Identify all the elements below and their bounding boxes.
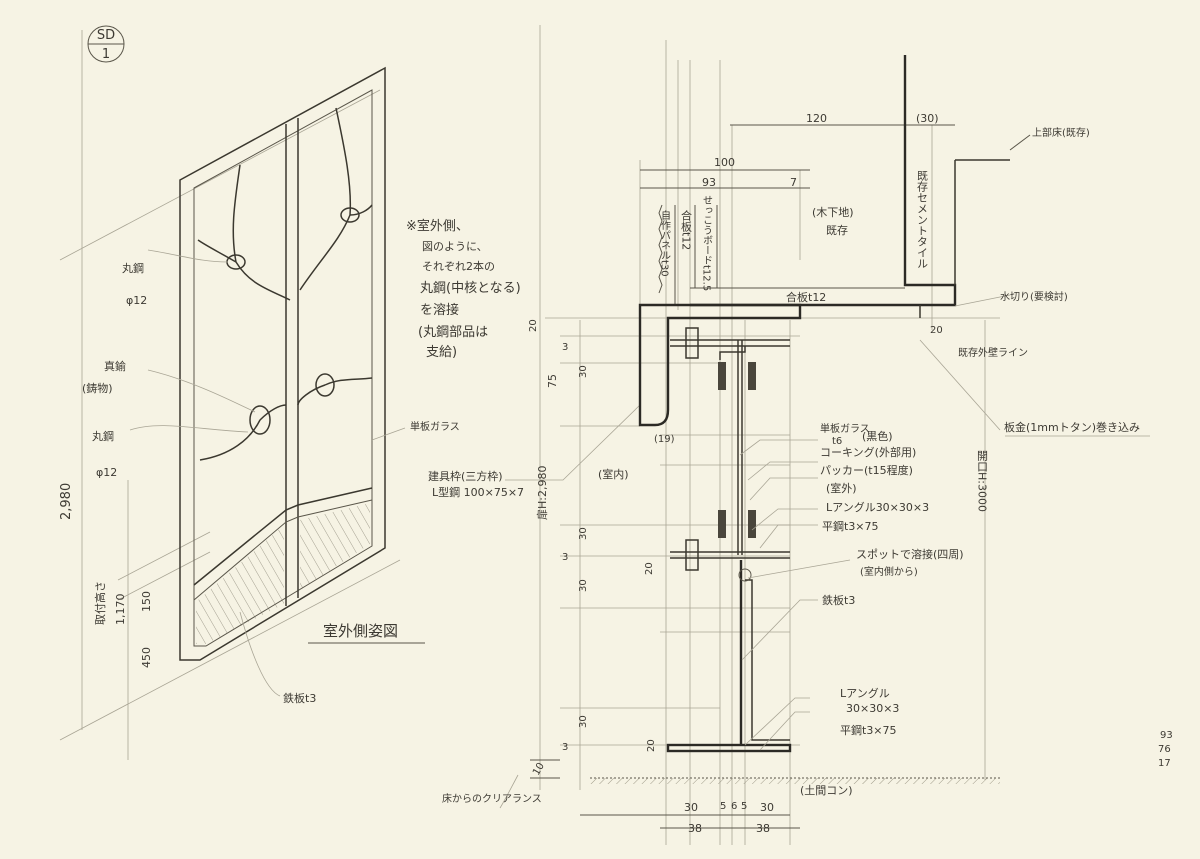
dim-30-top: (30) [916,112,939,125]
label-gypsum-board: せっこうボードt12.5 [701,195,713,291]
label-glass-2: t6 [832,436,842,447]
label-floor: (土間コン) [800,784,853,797]
dim-20-top: 20 [528,319,539,332]
label-steel-plate: 鉄板t3 [822,593,855,607]
section-labels: 120 (30) 100 93 7 自作パネルt30 合板t12 せっこうボード… [442,112,1150,835]
dim-20-bottom: 20 [646,739,657,752]
label-flat-bar-bottom: 平鋼t3×75 [840,723,897,737]
dim-150: 150 [140,591,153,612]
label-existing-tile: 既存セメントタイル [916,170,929,269]
perspective-note: ※室外側、 図のように、 それぞれ2本の 丸鋼(中核となる) を溶接 (丸鋼部品… [406,218,521,360]
dim-7: 7 [790,176,797,189]
note-line: それぞれ2本の [422,259,495,273]
label-plywood-horizontal: 合板t12 [786,290,826,304]
dim-10: 10 [531,761,547,778]
note-line: を溶接 [420,302,459,318]
label-round-steel-top-1: 丸鋼 [122,261,144,275]
label-single-glass: 単板ガラス [410,420,460,433]
note-line: 丸鋼(中核となる) [420,281,521,296]
label-caulking-color: (黒色) [862,429,893,443]
label-glass-1: 単板ガラス [820,422,870,435]
label-existing-wood-1: (木下地) [812,206,854,219]
dim-30-c: 30 [578,579,589,592]
sheet-label-top: SD [97,28,115,43]
label-caulking: コーキング(外部用) [820,445,916,459]
date-line: 17 [1158,758,1171,769]
section-detail [499,25,1031,845]
dim-30-b: 30 [578,527,589,540]
dim-93: 93 [702,176,716,189]
label-casting-1: 真鍮 [104,359,126,373]
dim-handrail: 1,170 [114,594,127,626]
label-exterior: (室外) [826,481,857,495]
dim-20-mid: 20 [644,562,655,575]
label-round-steel-bottom-1: 丸鋼 [92,429,114,443]
dim-100: 100 [714,156,735,169]
label-drip: 水切り(要検討) [1000,290,1068,303]
label-angle-top: Lアングル30×30×3 [826,500,929,514]
note-line: 支給) [426,345,457,360]
label-spot-weld-sub: (室内側から) [860,565,918,578]
opening-height: 開口H:3000 [976,450,989,512]
note-line: ※室外側、 [406,218,469,234]
dim-bottom-30-left: 30 [684,801,698,814]
dim-3-b: 3 [562,552,568,563]
dim-120: 120 [806,112,827,125]
floor-height: 扉H:2,980 [536,466,549,520]
label-steel-plate: 鉄板t3 [283,691,316,705]
label-exterior-wall-line: 既存外壁ライン [958,346,1028,359]
dim-19: (19) [654,434,675,445]
label-flat-bar-top: 平鋼t3×75 [822,519,879,533]
dim-3-c: 3 [562,742,568,753]
dim-bottom-6: 6 [731,801,737,812]
note-line: 図のように、 [422,240,488,253]
label-casting-2: (鋳物) [82,381,113,395]
label-spot-weld: スポットで溶接(四周) [856,547,964,561]
frame-note-1: 建具枠(三方枠) [428,469,503,483]
dim-bottom-5-left: 5 [720,801,726,812]
dim-30-a: 30 [578,365,589,378]
perspective-title: 室外側姿図 [323,622,398,640]
label-existing-wood-2: 既存 [826,223,848,237]
dim-75: 75 [546,374,559,388]
frame-note-2: L型鋼 100×75×7 [432,485,524,499]
dim-450: 450 [140,647,153,668]
label-packer: パッカー(t15程度) [820,463,913,477]
label-upper-floor: 上部床(既存) [1032,126,1090,139]
label-interior: (室内) [598,467,629,481]
label-angle-bottom-1: Lアングル [840,686,890,700]
date-line: 93 [1160,730,1173,741]
dim-bottom-38-left: 38 [688,822,702,835]
label-round-steel-top-2: φ12 [126,294,147,307]
label-clearance: 床からのクリアランス [442,792,542,805]
dim-bottom-30-right: 30 [760,801,774,814]
dim-20-right: 20 [930,325,943,336]
note-line: (丸鋼部品は [418,325,488,340]
dim-bottom-38-right: 38 [756,822,770,835]
label-plywood-vertical: 合板t12 [680,209,693,251]
label-angle-bottom-2: 30×30×3 [846,702,899,715]
label-panel: 自作パネルt30 [659,209,671,277]
label-round-steel-bottom-2: φ12 [96,466,117,479]
sheet-number-badge: SD 1 [87,25,125,63]
dim-30-d: 30 [578,715,589,728]
dim-3-a: 3 [562,342,568,353]
sheet-label-bottom: 1 [102,47,110,62]
label-sheet-metal: 板金(1mmトタン)巻き込み [1004,420,1140,434]
date-line: 76 [1158,744,1171,755]
date-stamp: 93 76 17 [1158,730,1173,769]
perspective-labels: 2,980 取付高さ 1,170 150 450 丸鋼 φ12 真鍮 (鋳物) … [59,218,641,705]
dim-bottom-5-right: 5 [741,801,747,812]
dim-door-height: 2,980 [59,483,74,520]
dim-handrail-label: 取付高さ [93,581,107,625]
door-perspective [59,30,406,760]
